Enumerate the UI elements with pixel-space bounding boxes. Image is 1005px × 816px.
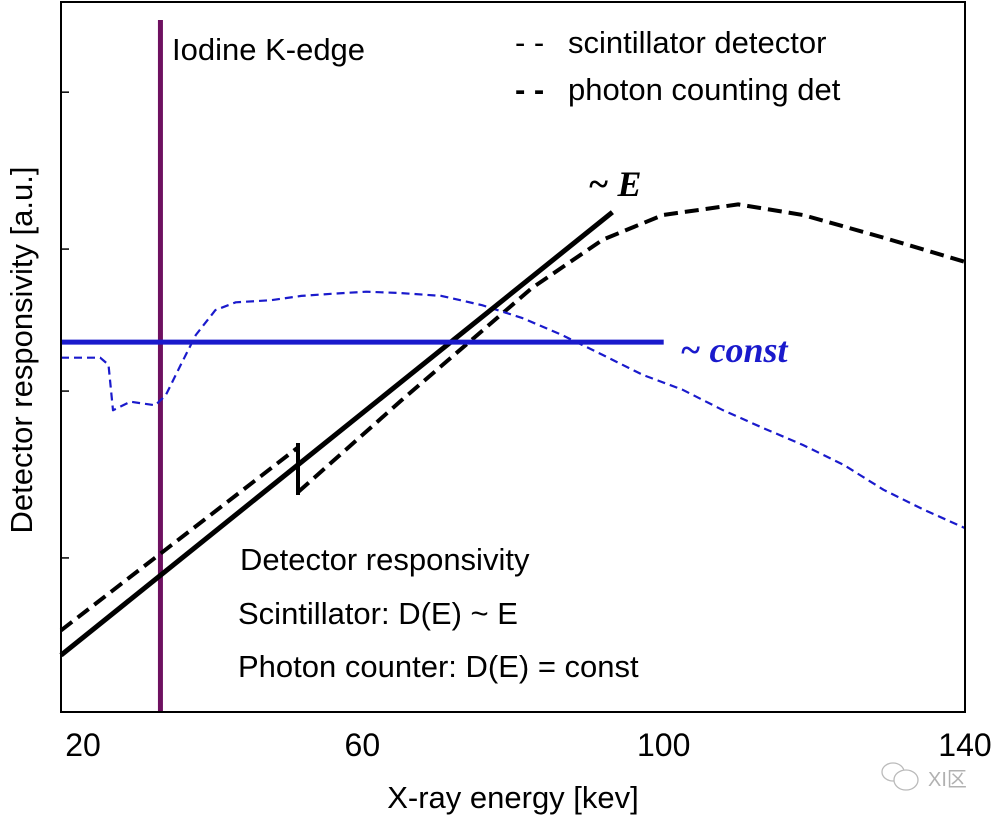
legend-label-scintillator: scintillator detector — [568, 25, 826, 60]
watermark: XI区 — [881, 762, 967, 791]
series-scintillator-detector-seg1 — [296, 202, 966, 494]
watermark-text: XI区 — [928, 769, 967, 791]
box-title: Detector responsivity — [240, 542, 530, 577]
x-tick-label: 140 — [938, 727, 991, 763]
box-line-scintillator: Scintillator: D(E) ~ E — [238, 596, 518, 631]
k-edge-label: Iodine K-edge — [172, 32, 365, 67]
legend: - - scintillator detector - - photon cou… — [515, 25, 841, 107]
plot-frame — [60, 1, 966, 713]
legend-marker-photon: - - — [515, 72, 544, 107]
series-scintillator-detector-seg0 — [59, 445, 300, 632]
annotation-tilde-e: ~ E — [588, 164, 642, 204]
x-tick-label: 20 — [65, 727, 101, 763]
legend-label-photon: photon counting det — [568, 72, 841, 107]
wechat-icon — [881, 762, 919, 791]
x-tick-label: 60 — [345, 727, 381, 763]
x-axis-label: X-ray energy [kev] — [387, 780, 639, 815]
y-axis-label: Detector responsivity [a.u.] — [4, 167, 39, 534]
annotation-tilde-const: ~ const — [680, 330, 789, 370]
legend-marker-scintillator: - - — [515, 25, 544, 60]
x-tick-label: 100 — [637, 727, 690, 763]
series-photon-counting-det-seg0 — [61, 290, 966, 530]
box-line-photon: Photon counter: D(E) = const — [238, 649, 639, 684]
series--e-scintillator-model--seg0 — [59, 210, 614, 658]
